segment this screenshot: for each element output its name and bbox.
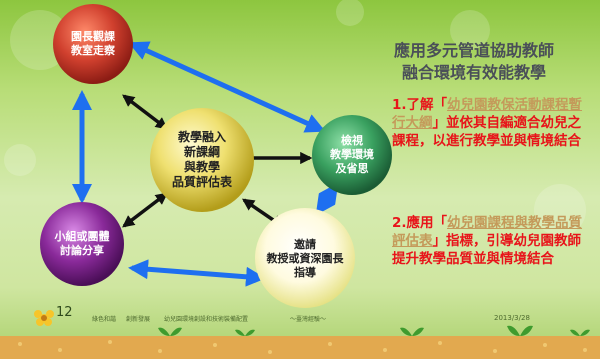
slide-title: 應用多元管道協助教師 融合環境有效能教學 — [393, 41, 554, 82]
page-number: 12 — [56, 305, 73, 320]
node-center-circle — [150, 108, 254, 212]
point-2-link[interactable]: 幼兒園課程與教學品質評估表 — [392, 215, 583, 250]
node-director-visit-circle — [53, 4, 133, 84]
point-1: 1.了解「幼兒園教保活動課程暫行大綱」並依其自編適合幼兒之課程，以進行教學並與情… — [392, 96, 592, 151]
node-invite-circle — [255, 208, 355, 308]
point-1-prefix: 1.了解「 — [392, 97, 448, 113]
node-director-visit-label: 園長觀課 教室走察 — [71, 30, 115, 57]
footer-date: 2013/3/28 — [494, 314, 530, 322]
node-review-circle — [312, 115, 392, 195]
flower-icon — [34, 310, 54, 326]
arrow-center-to-director — [122, 94, 168, 130]
arrow-center-to-group — [122, 192, 168, 228]
node-center-label: 教學融入 新課綱 與教學 品質評估表 — [171, 130, 232, 189]
node-review-label: 檢視 教學環境 及省思 — [330, 134, 374, 175]
arrow-group-to-invite — [128, 259, 266, 287]
point-2-prefix: 2.應用「 — [392, 215, 448, 231]
footer-tagline-3: 幼兒園環境創設和技術裝備配置 — [164, 316, 249, 323]
background-bubbles — [4, 0, 586, 236]
point-2: 2.應用「幼兒園課程與教學品質評估表」指標，引導幼兒園教師提升教學品質並與情境結… — [392, 214, 592, 269]
point-2-text: 」指標，引導幼兒園教師提升教學品質並與情境結合 — [392, 233, 581, 268]
node-group-share-circle — [40, 202, 124, 286]
arrow-invite-to-review — [315, 182, 339, 216]
node-invite-label: 邀請 教授或資深園長 指導 — [266, 238, 344, 279]
point-1-text: 」並依其自編適合幼兒之課程，以進行教學並與情境結合 — [392, 115, 581, 150]
footer-tagline-1: 綠色和諧 — [92, 316, 117, 323]
arrow-director-to-review — [128, 41, 326, 133]
point-1-link[interactable]: 幼兒園教保活動課程暫行大綱 — [392, 97, 583, 132]
ground-dots — [18, 340, 587, 354]
footer-tagline-4: ～臺灣經驗～ — [290, 316, 327, 323]
footer-tagline-2: 創新發展 — [126, 316, 151, 323]
node-group-share-label: 小組或團體 討論分享 — [54, 230, 110, 257]
ground-strip — [0, 336, 600, 359]
sprout-icons — [158, 325, 590, 336]
